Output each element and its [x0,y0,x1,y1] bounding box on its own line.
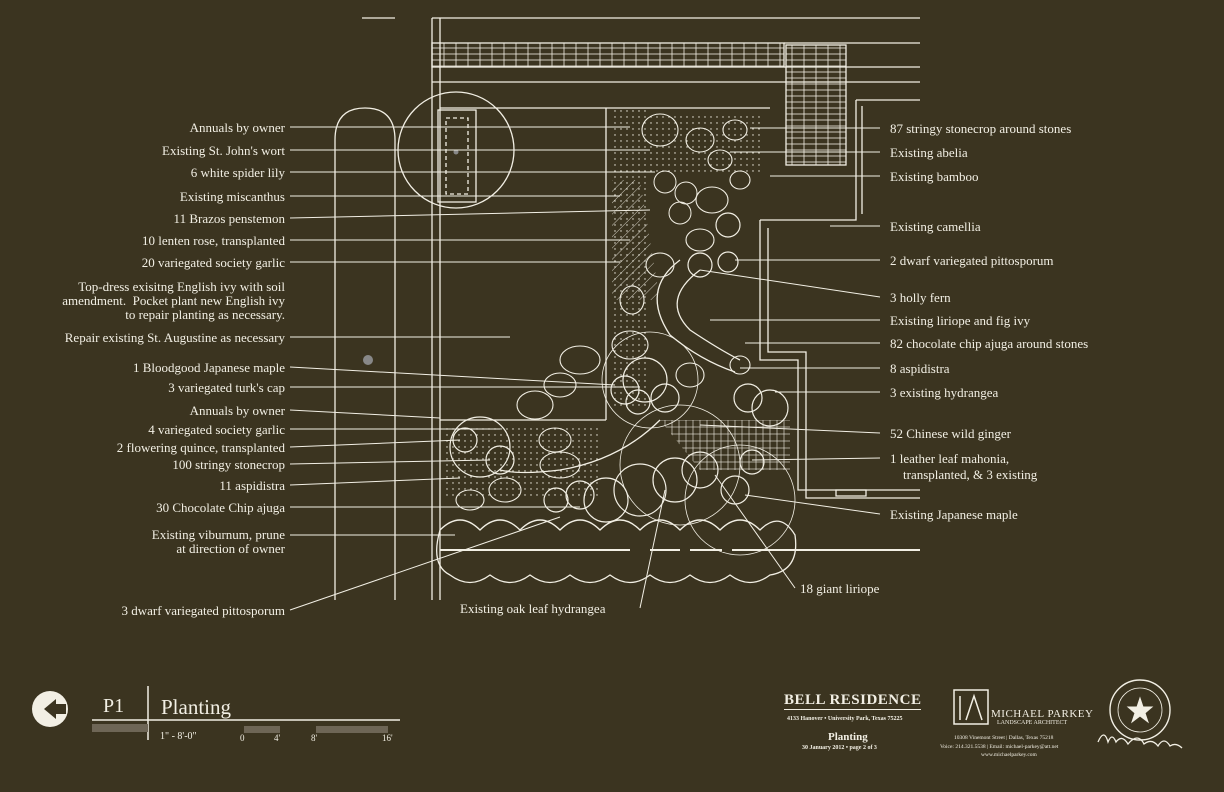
label-leather-leaf-mahonia: 1 leather leaf mahonia, transplanted, & … [890,451,1038,482]
scale-tick-4: 4' [274,733,281,743]
label-bamboo: Existing bamboo [890,169,979,184]
sheet-title: Planting [161,695,232,719]
label-japanese-maple: 1 Bloodgood Japanese maple [133,360,285,375]
project-address: 4133 Hanover • University Park, Texas 75… [787,716,903,722]
label-annuals-by-owner-2: Annuals by owner [189,403,285,418]
label-miscanthus: Existing miscanthus [179,189,285,204]
north-arrow-icon [32,691,68,727]
label-aspidistra: 11 aspidistra [219,478,285,493]
label-spider-lily: 6 white spider lily [190,165,285,180]
label-oak-leaf-hydrangea: Existing oak leaf hydrangea [460,601,606,616]
label-viburnum: Existing viburnum, prune at direction of… [151,527,285,556]
label-ajuga-stones: 82 chocolate chip ajuga around stones [890,336,1089,351]
brick-wall [431,42,785,68]
firm-address: 10308 Vinemont Street | Dallas, Texas 75… [954,735,1054,741]
label-abelia: Existing abelia [890,145,968,160]
firm-subtitle: LANDSCAPE ARCHITECT [997,720,1068,726]
label-lenten-rose: 10 lenten rose, transplanted [142,233,285,248]
label-holly-fern: 3 holly fern [890,290,951,305]
date-page: 30 January 2012 • page 2 of 3 [802,745,877,751]
label-chocolate-chip-ajuga: 30 Chocolate Chip ajuga [156,500,285,515]
label-society-garlic-2: 4 variegated society garlic [148,422,285,437]
label-aspidistra-right: 8 aspidistra [890,361,950,376]
label-giant-liriope: 18 giant liriope [800,581,880,596]
firm-website: www.michaelparkey.com [981,752,1037,758]
label-existing-japanese-maple: Existing Japanese maple [890,507,1018,522]
project-name: BELL RESIDENCE [784,692,922,710]
firm-logo [953,689,989,725]
label-st-johns-wort: Existing St. John's wort [162,143,285,158]
label-stonecrop-stones: 87 stringy stonecrop around stones [890,121,1072,136]
label-camellia: Existing camellia [890,219,981,234]
label-flowering-quince: 2 flowering quince, transplanted [116,440,285,455]
drawing-name: Planting [828,731,868,743]
label-st-augustine: Repair existing St. Augustine as necessa… [64,330,285,345]
firm-name: MICHAEL PARKEY [991,708,1094,720]
firm-contact: Voice: 214.321.5538 | Email: michael-par… [940,744,1059,750]
label-brazos-penstemon: 11 Brazos penstemon [173,211,285,226]
sheet-number: P1 [103,695,125,717]
label-hydrangea: 3 existing hydrangea [890,385,999,400]
label-wild-ginger: 52 Chinese wild ginger [890,426,1011,441]
label-stringy-stonecrop: 100 stringy stonecrop [172,457,285,472]
label-society-garlic: 20 variegated society garlic [141,255,285,270]
scale-tick-8: 8' [311,733,318,743]
signature [1097,734,1183,749]
label-dwarf-pittosporum-right: 2 dwarf variegated pittosporum [890,253,1054,268]
scale-tick-0: 0 [240,733,245,743]
label-liriope-fig-ivy: Existing liriope and fig ivy [890,313,1031,328]
registration-seal [1109,679,1171,741]
label-turks-cap: 3 variegated turk's cap [168,380,285,395]
label-dwarf-pittosporum: 3 dwarf variegated pittosporum [121,603,285,618]
scale-tick-16: 16' [382,733,393,743]
label-english-ivy: Top-dress exisitng English ivy with soil… [62,279,285,322]
label-annuals-by-owner: Annuals by owner [189,120,285,135]
scale-text: 1" - 8'-0" [160,731,197,742]
